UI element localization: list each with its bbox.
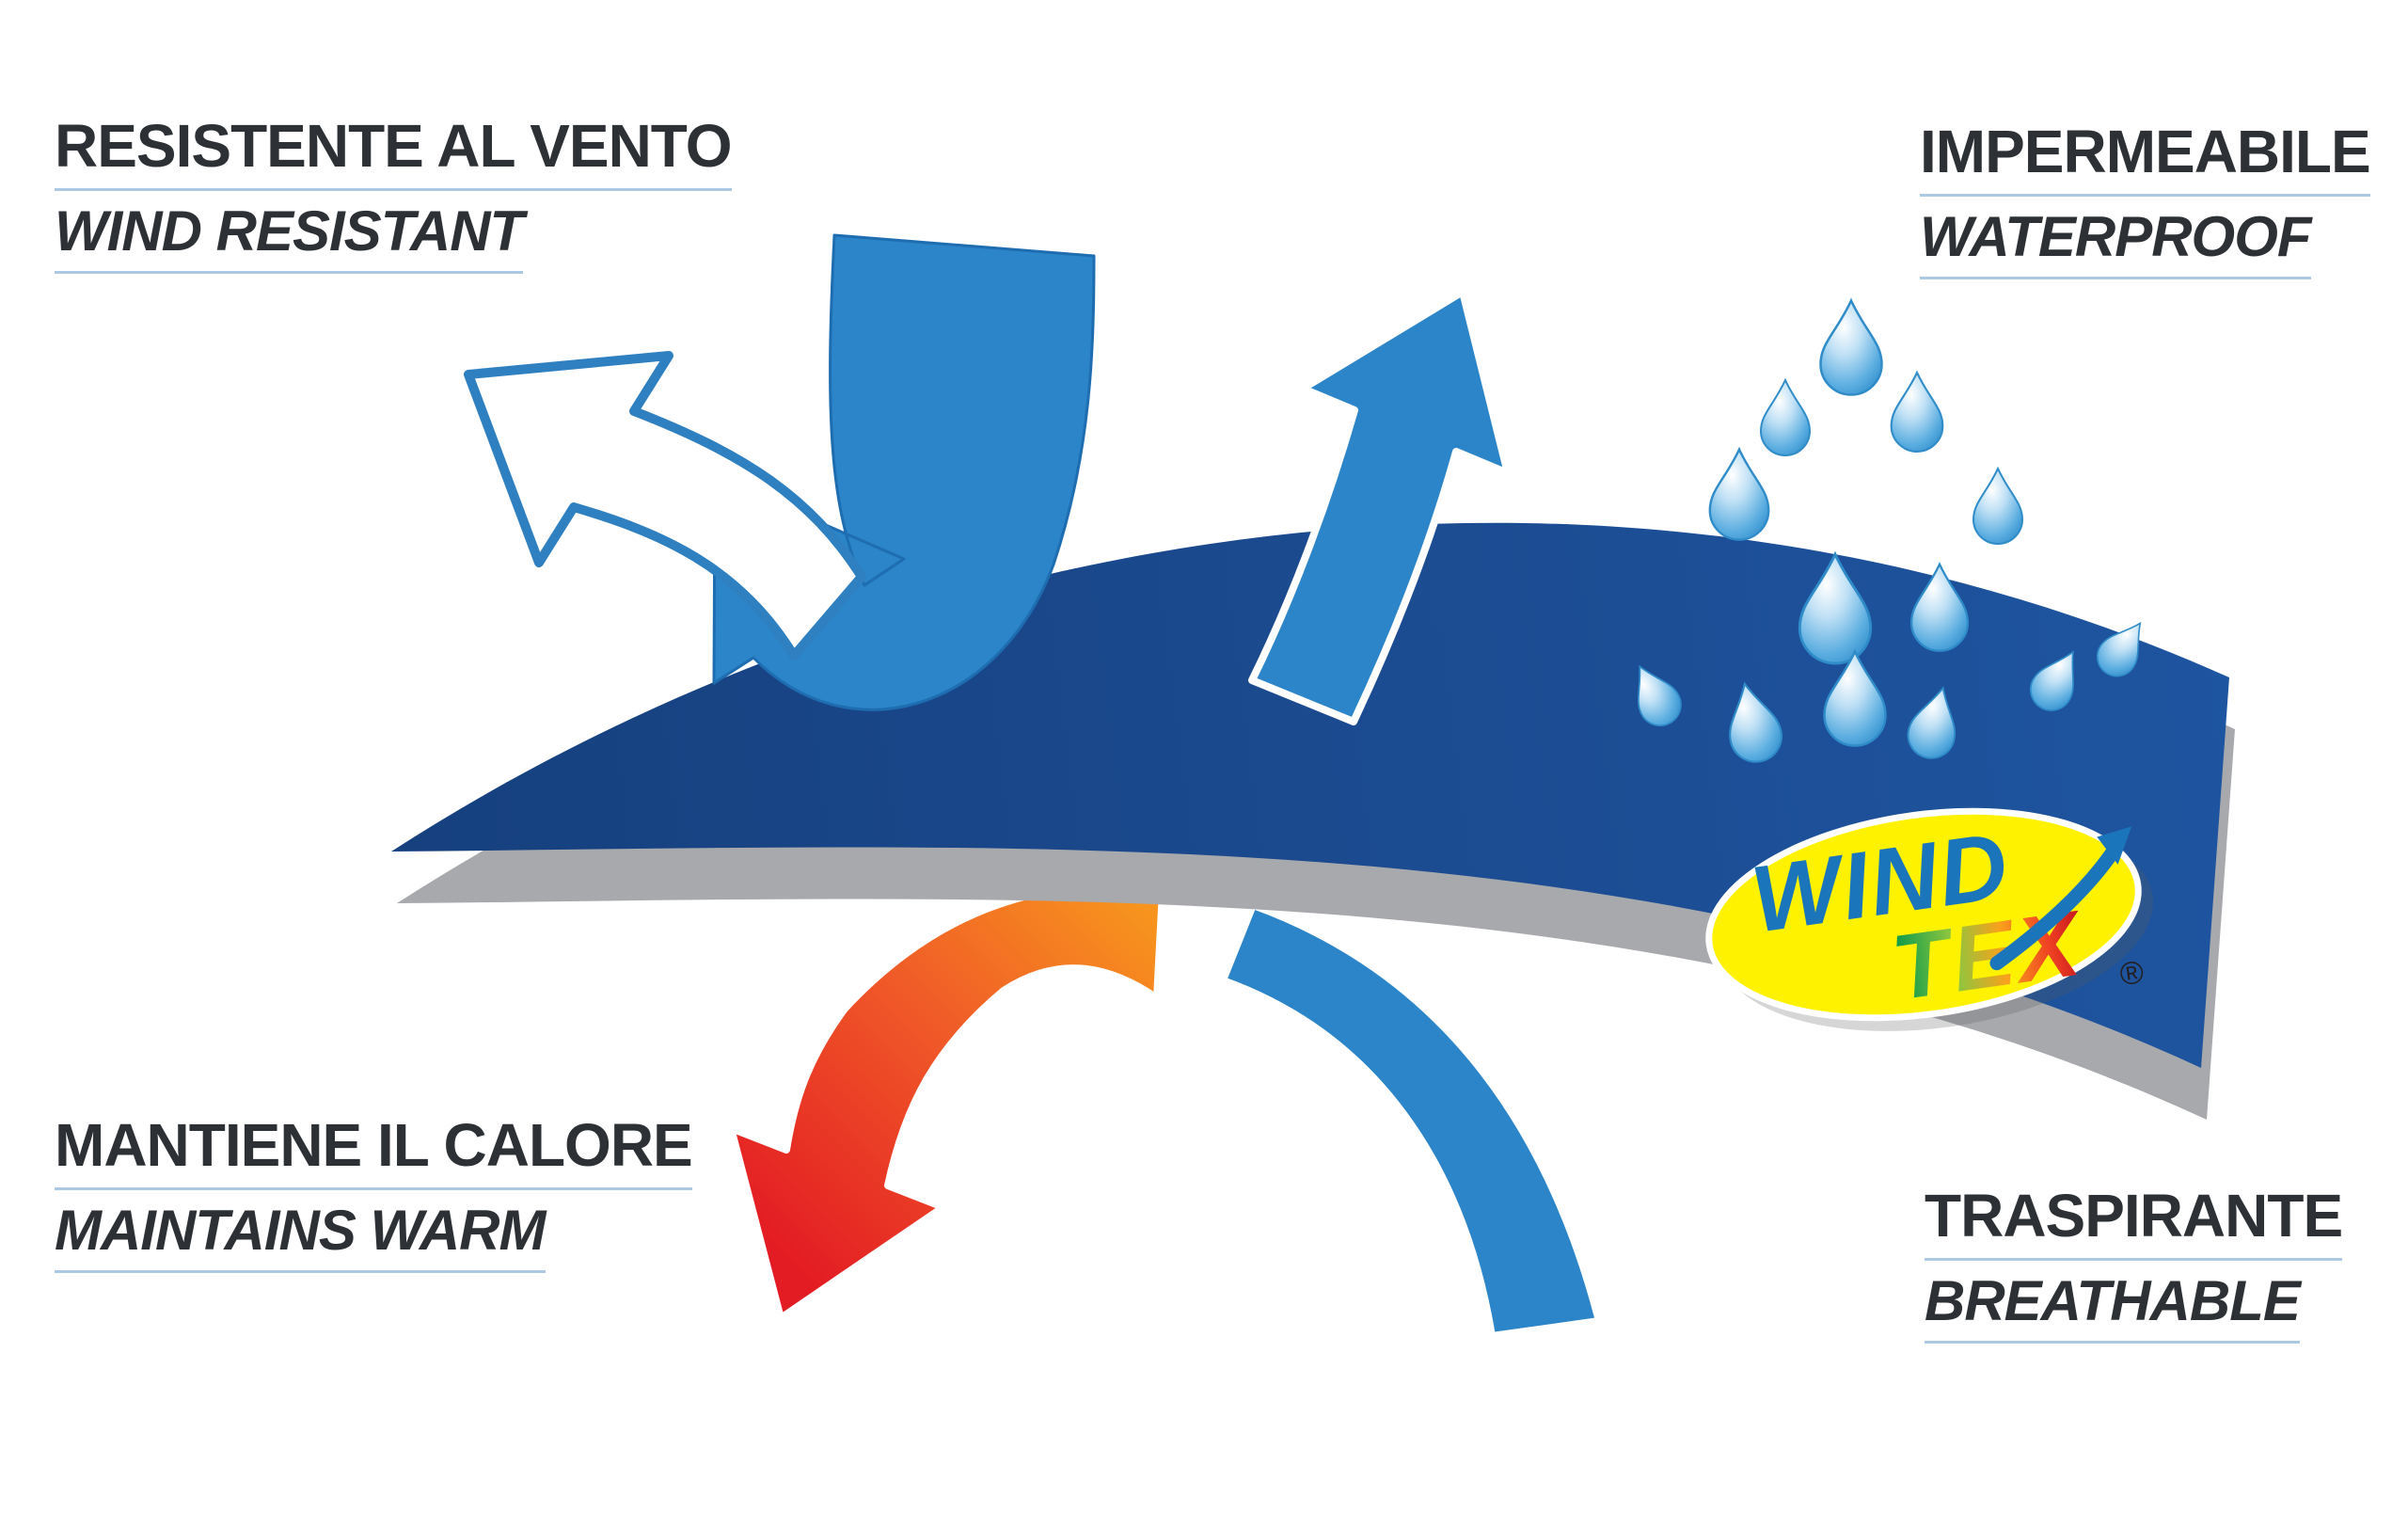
water-drop-icon	[1708, 448, 1770, 541]
heat-arrow	[727, 883, 1166, 1322]
logo-swoosh-icon	[1989, 838, 2125, 971]
logo-swoosh-arrowhead-icon	[2097, 826, 2132, 865]
wind-bounce-arrow	[464, 351, 866, 661]
label-waterproof: IMPERMEABILE WATERPROOF	[1920, 117, 2371, 279]
label-wind-resistant-it: RESISTENTE AL VENTO	[55, 111, 732, 191]
water-drop-icon	[1819, 299, 1883, 396]
water-drop-icon	[1972, 468, 2023, 545]
water-drop-icon	[1890, 371, 1944, 453]
label-waterproof-it: IMPERMEABILE	[1920, 117, 2371, 197]
label-breathable-it: TRASPIRANTE	[1925, 1181, 2343, 1261]
label-breathable: TRASPIRANTE BREATHABLE	[1925, 1181, 2343, 1344]
label-maintains-warm: MANTIENE IL CALORE MAINTAINS WARM	[55, 1110, 693, 1273]
water-drop-icon	[1760, 379, 1811, 456]
label-maintains-warm-en: MAINTAINS WARM	[55, 1198, 546, 1273]
vapor-arrow-lower-band	[1219, 901, 1603, 1340]
label-waterproof-en: WATERPROOF	[1920, 204, 2312, 279]
logo-registered-mark: ®	[2117, 954, 2146, 993]
label-wind-resistant-en: WIND RESISTANT	[55, 199, 524, 274]
windtex-logo: WIND TEX ®	[1705, 807, 2154, 1031]
label-wind-resistant: RESISTENTE AL VENTO WIND RESISTANT	[55, 111, 732, 274]
logo-oval	[1705, 807, 2142, 1022]
vapor-arrow	[1248, 288, 1512, 725]
label-maintains-warm-it: MANTIENE IL CALORE	[55, 1110, 693, 1190]
label-breathable-en: BREATHABLE	[1925, 1268, 2301, 1344]
